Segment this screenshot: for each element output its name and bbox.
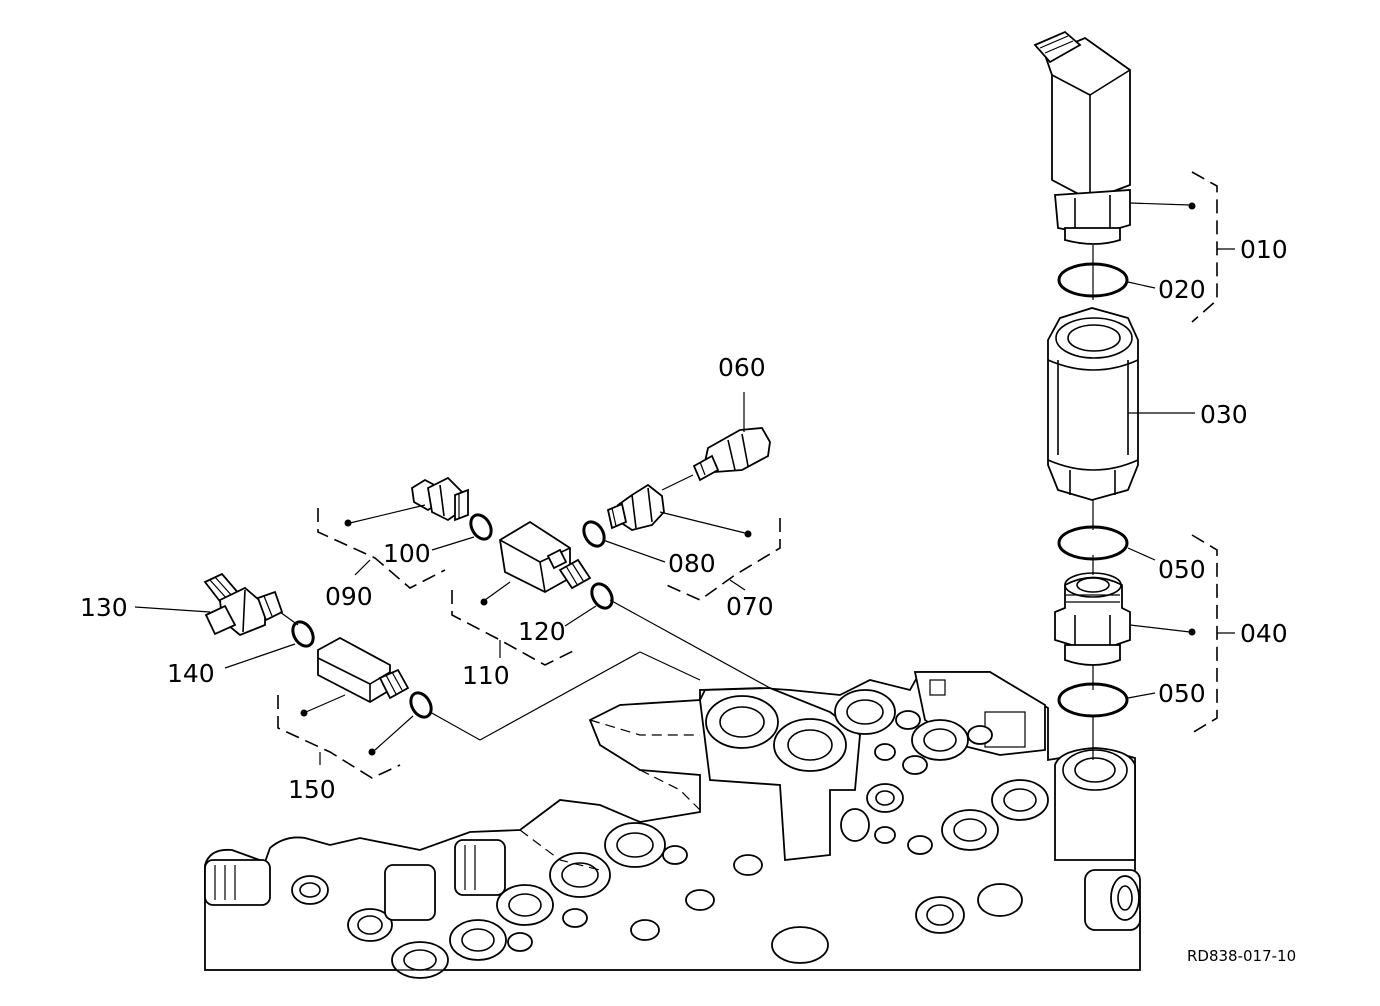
drawing-code: RD838-017-10 (1187, 947, 1296, 965)
block-110 (499, 520, 592, 594)
o-ring-150 (409, 691, 433, 719)
fitting-070 (606, 483, 665, 531)
label-030: 030 (1200, 400, 1248, 429)
o-ring-140 (291, 620, 315, 648)
nipple-040 (1054, 572, 1131, 666)
o-ring-120 (590, 582, 614, 610)
label-070: 070 (726, 592, 774, 621)
adapter-030 (1047, 307, 1139, 501)
leader-dot-010 (1188, 202, 1196, 210)
label-100: 100 (383, 539, 431, 568)
label-110: 110 (462, 661, 510, 690)
label-050-lower: 050 (1158, 679, 1206, 708)
part-labels: 010 020 030 040 050 050 060 070 080 090 … (80, 235, 1296, 965)
label-040: 040 (1240, 619, 1288, 648)
bracket-010 (1191, 171, 1218, 323)
label-150: 150 (288, 775, 336, 804)
label-080: 080 (668, 549, 716, 578)
label-060: 060 (718, 353, 766, 382)
label-130: 130 (80, 593, 128, 622)
union-090 (411, 476, 469, 522)
control-valve-body (204, 671, 1141, 979)
label-050-upper: 050 (1158, 555, 1206, 584)
label-090: 090 (325, 582, 373, 611)
label-140: 140 (167, 659, 215, 688)
pressure-switch-060 (692, 427, 771, 482)
bracket-070 (661, 518, 781, 601)
label-010: 010 (1240, 235, 1288, 264)
o-ring-100 (469, 513, 493, 541)
label-120: 120 (518, 617, 566, 646)
o-ring-080 (582, 520, 606, 548)
bracket-150 (277, 695, 401, 779)
o-ring-050-upper (1057, 525, 1129, 561)
hex-adapter-150 (317, 636, 410, 704)
leader-010 (1129, 202, 1191, 206)
bracket-090 (317, 508, 446, 589)
tee-fitting-130 (203, 572, 284, 637)
pressure-sensor-assembly (1033, 30, 1131, 245)
label-020: 020 (1158, 275, 1206, 304)
bracket-040 (1191, 534, 1218, 734)
